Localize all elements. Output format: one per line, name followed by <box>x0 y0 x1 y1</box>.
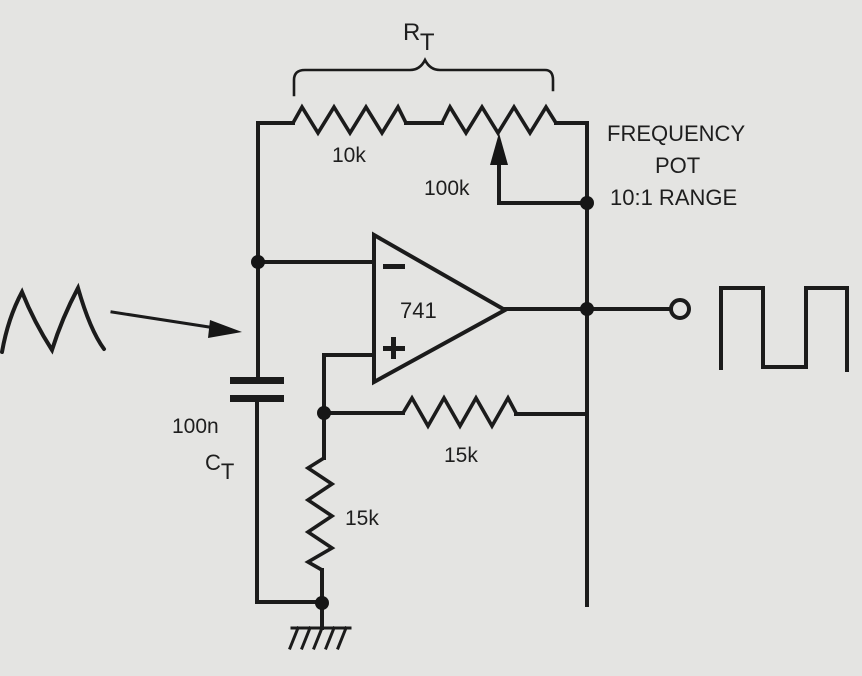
junction-dot <box>580 196 594 210</box>
capacitor-value-label: 100n <box>172 415 219 438</box>
junction-dot <box>317 406 331 420</box>
wire-top-left <box>256 121 295 264</box>
noninverting-input-sign <box>383 337 405 359</box>
opamp-741 <box>372 231 510 386</box>
junction-dot <box>580 302 594 316</box>
rt-brace <box>292 57 555 97</box>
r-fixed-label: 10k <box>332 144 366 167</box>
wire-noninverting-input <box>322 353 376 412</box>
input-waveform-icon <box>0 282 106 355</box>
wire-capacitor-bottom <box>255 400 324 604</box>
resistor-feedback-15k <box>401 394 518 430</box>
r-ground-label: 15k <box>345 507 379 530</box>
input-arrow-icon <box>110 310 242 338</box>
resistor-10k <box>291 103 408 137</box>
resistor-ground-15k <box>304 456 336 572</box>
pot-wiper-arrow-icon <box>490 133 508 165</box>
pot-note-line1: FREQUENCY <box>607 121 745 146</box>
junction-dot <box>315 596 329 610</box>
rt-label: RT <box>403 19 435 56</box>
opamp-label: 741 <box>400 298 437 323</box>
capacitor-name-label: CT <box>205 450 234 484</box>
r-feedback-label: 15k <box>444 444 478 467</box>
inverting-input-sign <box>383 264 405 269</box>
wire-top-right <box>554 121 589 607</box>
ground-icon <box>288 626 352 650</box>
junction-dot <box>251 255 265 269</box>
pot-wiper-wire <box>497 148 589 205</box>
capacitor-plate-bottom <box>230 395 284 402</box>
potentiometer-100k <box>440 103 558 137</box>
capacitor-plate-top <box>230 377 284 384</box>
output-waveform-icon <box>719 286 849 372</box>
output-terminal <box>669 298 691 320</box>
pot-note-line2: POT <box>655 153 700 178</box>
r-pot-label: 100k <box>424 177 470 200</box>
pot-note-line3: 10:1 RANGE <box>610 185 737 210</box>
